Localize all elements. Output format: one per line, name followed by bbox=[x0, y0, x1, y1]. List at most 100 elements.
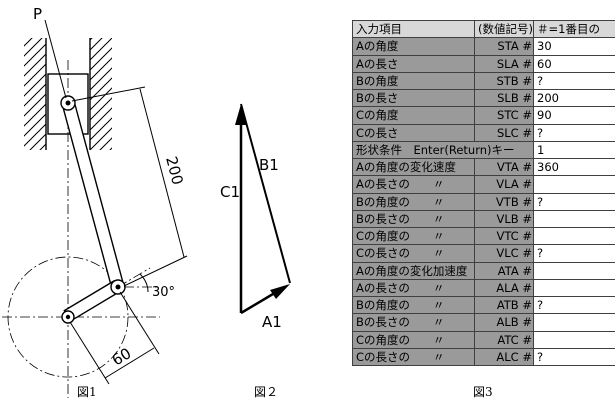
row-label: Cの角度の 〃 bbox=[352, 226, 475, 246]
row-code: VTB # bbox=[474, 192, 534, 211]
point-p-leader bbox=[44, 19, 67, 99]
row-label: Aの長さの 〃 bbox=[352, 175, 475, 194]
row-value-cell[interactable]: 30 bbox=[533, 37, 615, 56]
row-value-cell[interactable]: ? bbox=[533, 71, 615, 91]
row-value-cell[interactable] bbox=[533, 226, 615, 246]
row-code: STC # bbox=[474, 106, 534, 125]
row-value-cell[interactable]: ? bbox=[533, 123, 615, 142]
row-label: Cの長さの 〃 bbox=[352, 347, 475, 367]
row-code: SLC # bbox=[474, 123, 534, 142]
row-value-cell[interactable] bbox=[533, 175, 615, 194]
row-value-cell[interactable]: 200 bbox=[533, 88, 615, 108]
row-value-cell[interactable]: ? bbox=[533, 347, 615, 367]
row-code: VLB # bbox=[474, 209, 534, 229]
row-value-cell[interactable] bbox=[533, 330, 615, 349]
dim-60-label: 60 bbox=[109, 344, 135, 369]
mechanism-diagram: P 200 60 30° C1 B1 A1 bbox=[2, 5, 291, 398]
dim-60-ext-b bbox=[119, 291, 160, 355]
row-value-cell[interactable]: ? bbox=[533, 192, 615, 211]
dim-200-ext-top bbox=[71, 86, 146, 102]
row-code: VLC # bbox=[474, 244, 534, 263]
row-label: Aの角度 bbox=[352, 37, 475, 56]
header-value: ＃=1番目の bbox=[533, 19, 615, 39]
row-code: SLA # bbox=[474, 54, 534, 73]
row-label: Aの角度の変化加速度 bbox=[352, 261, 475, 280]
guide-wall-right bbox=[89, 38, 112, 150]
header-symbol: (数値記号) bbox=[474, 19, 534, 39]
vector-a1-arrowhead bbox=[270, 284, 290, 299]
row-code: STA # bbox=[474, 37, 534, 56]
row-value-cell[interactable] bbox=[533, 261, 615, 280]
row-label: Aの長さ bbox=[352, 54, 475, 73]
table-row: Bの長さの 〃ALB # bbox=[352, 313, 615, 332]
row-label: Cの角度 bbox=[352, 106, 475, 125]
angle-30-label: 30° bbox=[152, 285, 175, 300]
figure2-caption: 図２ bbox=[254, 385, 279, 399]
figure3-caption: 図3 bbox=[473, 385, 493, 399]
table-row: Aの長さの 〃VLA # bbox=[352, 175, 615, 194]
vector-b1 bbox=[240, 103, 291, 284]
table-row: Bの角度の 〃ATB #? bbox=[352, 295, 615, 315]
table-header-row: 入力項目 (数値記号) ＃=1番目の bbox=[352, 19, 615, 39]
row-value-cell[interactable]: 360 bbox=[533, 157, 615, 177]
figure1-caption: 図1 bbox=[77, 385, 97, 399]
row-code: SLB # bbox=[474, 88, 534, 108]
label-b1: B1 bbox=[259, 156, 279, 174]
table-row: Bの長さの 〃VLB # bbox=[352, 209, 615, 229]
row-label: Bの長さの 〃 bbox=[352, 209, 475, 229]
row-value-cell[interactable] bbox=[533, 313, 615, 332]
angle-30-arc bbox=[139, 273, 149, 293]
row-label: Cの長さの 〃 bbox=[352, 244, 475, 263]
row-label: Cの長さ bbox=[352, 123, 475, 142]
row-value-cell[interactable]: ? bbox=[533, 295, 615, 315]
row-value-cell[interactable]: 1 bbox=[533, 140, 615, 160]
row-code: VTA # bbox=[474, 157, 534, 177]
row-label: Bの角度の 〃 bbox=[352, 192, 475, 211]
row-value-cell[interactable] bbox=[533, 209, 615, 229]
point-p-label: P bbox=[33, 5, 42, 23]
table-row: Aの長さの 〃ALA # bbox=[352, 278, 615, 298]
table-row: Cの角度の 〃ATC # bbox=[352, 330, 615, 349]
row-value-cell[interactable] bbox=[533, 278, 615, 298]
row-code: ATA # bbox=[474, 261, 534, 280]
dim-60-ext-a bbox=[69, 321, 110, 385]
row-value-cell[interactable]: ? bbox=[533, 244, 615, 263]
row-code: ALC # bbox=[474, 347, 534, 367]
row-label: Aの角度の変化速度 bbox=[352, 157, 475, 177]
row-value-cell[interactable]: 60 bbox=[533, 54, 615, 73]
vector-c1-arrowhead bbox=[235, 104, 247, 125]
row-label: Bの長さの 〃 bbox=[352, 313, 475, 332]
crank-path-circle bbox=[7, 256, 129, 378]
row-label: Bの角度の 〃 bbox=[352, 295, 475, 315]
vector-diagram: C1 B1 A1 bbox=[220, 103, 291, 331]
pin-joint-b bbox=[110, 279, 126, 295]
row-code: ATC # bbox=[474, 330, 534, 349]
vector-a1 bbox=[240, 289, 279, 315]
row-label: 形状条件 Enter(Return)キー bbox=[352, 140, 534, 160]
header-item: 入力項目 bbox=[352, 19, 475, 39]
row-code: VLA # bbox=[474, 175, 534, 194]
pin-joint-p bbox=[60, 95, 76, 111]
row-code: ALB # bbox=[474, 313, 534, 332]
label-a1: A1 bbox=[262, 313, 282, 331]
row-label: Bの角度 bbox=[352, 71, 475, 91]
table-row: Cの角度の 〃VTC # bbox=[352, 226, 615, 246]
row-code: STB # bbox=[474, 71, 534, 91]
row-value-cell[interactable]: 90 bbox=[533, 106, 615, 125]
row-code: ATB # bbox=[474, 295, 534, 315]
guide-wall-left bbox=[24, 38, 47, 150]
table-row: Cの長さの 〃ALC #? bbox=[352, 347, 615, 367]
dim-200-ext-bottom bbox=[123, 255, 188, 287]
row-label: Cの角度の 〃 bbox=[352, 330, 475, 349]
dim-60-line bbox=[104, 347, 155, 379]
